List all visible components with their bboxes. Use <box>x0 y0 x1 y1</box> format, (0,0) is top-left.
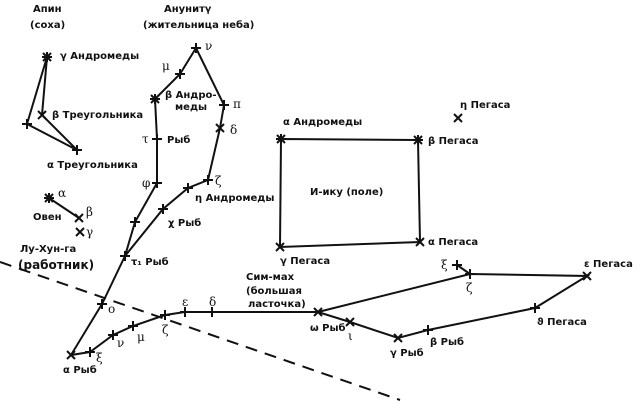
label-phi: φ <box>142 176 150 190</box>
star-marker <box>44 193 54 203</box>
label-xi: ξ <box>96 351 103 365</box>
label-aries: Овен <box>33 212 62 223</box>
apin-name: Апин <box>33 4 62 15</box>
label-beta-trianguli: β Треугольника <box>52 110 143 121</box>
star-marker <box>97 299 107 309</box>
label-alpha-andromedae: α Андромеды <box>283 117 362 128</box>
simmah-sub1: (большая <box>246 285 302 297</box>
label-nu: ν <box>205 39 212 53</box>
stars <box>22 43 592 360</box>
xi-zeta-line <box>456 264 471 275</box>
label-zeta-piscium: ζ <box>162 323 169 337</box>
star-marker <box>207 307 217 317</box>
label-nu-piscium: ν <box>117 336 124 350</box>
label-epsilon-piscium: ε <box>182 295 188 309</box>
label-beta-pegasi: β Пегаса <box>428 136 478 147</box>
star-marker <box>215 123 225 133</box>
apin-lines <box>26 56 78 151</box>
anunitu-name: Анунитү <box>164 4 212 15</box>
star-marker <box>452 260 462 270</box>
label-delta-piscium: δ <box>209 295 216 309</box>
star-marker <box>191 43 201 53</box>
star-marker <box>22 119 32 129</box>
star-marker <box>158 204 168 214</box>
star-marker <box>219 100 229 110</box>
star-marker <box>415 237 425 247</box>
label-alpha-arietis: α <box>58 186 66 200</box>
star-marker <box>180 307 190 317</box>
label-pi: π <box>233 97 241 111</box>
iku-name: И-ику (поле) <box>310 187 383 198</box>
label-epsilon-pegasi: ε Пегаса <box>584 259 633 270</box>
label-gamma-andromedae: γ Андромеды <box>60 51 139 62</box>
simmah-name: Сим-мах <box>246 272 295 283</box>
label-mu: μ <box>162 59 170 73</box>
label-beta-piscium: β Рыб <box>430 336 464 348</box>
label-chi-piscium: χ Рыб <box>168 217 201 229</box>
star-marker <box>423 325 433 335</box>
star-marker <box>85 347 95 357</box>
star-marker <box>203 175 213 185</box>
star-marker <box>160 310 170 320</box>
label-beta-andromedae-1: β Андро- <box>165 90 217 101</box>
label-tau-pisces: Рыб <box>167 134 190 146</box>
label-omega-piscium: ω Рыб <box>310 322 346 334</box>
label-delta: δ <box>230 123 237 137</box>
star-marker <box>152 178 162 188</box>
star-marker <box>175 69 185 79</box>
label-zeta: ζ <box>215 174 222 188</box>
star-marker <box>152 134 162 144</box>
anunitu-sub: (жительница неба) <box>143 19 254 31</box>
label-gamma-piscium: γ Рыб <box>390 347 424 359</box>
luhunga-sub: (работник) <box>18 258 94 272</box>
label-tau: τ <box>142 132 149 146</box>
apin-sub: (соха) <box>30 20 65 31</box>
label-theta-pegasi: ϑ Пегаса <box>537 317 587 328</box>
star-marker <box>313 307 323 317</box>
star-marker <box>453 113 463 123</box>
label-alpha-trianguli: α Треугольника <box>47 160 138 171</box>
label-gamma-arietis: γ <box>86 225 93 239</box>
star-marker <box>582 271 592 281</box>
star-marker <box>413 135 423 145</box>
star-marker <box>275 242 285 252</box>
star-marker <box>530 303 540 313</box>
star-marker <box>66 350 76 360</box>
pisces-cord-line <box>69 255 591 357</box>
label-iota-piscium: ι <box>348 329 353 343</box>
label-gamma-pegasi: γ Пегаса <box>280 256 330 267</box>
star-marker <box>276 134 286 144</box>
star-marker <box>345 317 355 327</box>
label-tau1-piscium: τ₁ Рыб <box>131 256 169 268</box>
star-marker <box>128 321 138 331</box>
star-marker <box>120 251 130 261</box>
star-marker <box>130 217 140 227</box>
label-xi-pegasi: ξ <box>441 258 448 272</box>
label-eta-pegasi: η Пегаса <box>460 100 510 111</box>
star-marker <box>108 330 118 340</box>
simmah-sub2: ласточка) <box>248 299 306 310</box>
star-marker <box>465 269 475 279</box>
label-beta-andromedae-2: меды <box>175 102 207 113</box>
star-marker <box>74 213 84 223</box>
star-marker <box>183 183 193 193</box>
star-marker <box>150 94 160 104</box>
label-eta-andromedae: η Андромеды <box>195 193 274 204</box>
label-alpha-piscium: α Рыб <box>63 364 97 376</box>
label-omicron: о <box>108 302 115 316</box>
star-marker <box>37 110 47 120</box>
star-marker <box>72 145 82 155</box>
ecliptic-dashed-line <box>0 261 401 401</box>
star-marker <box>393 333 403 343</box>
label-beta-arietis: β <box>86 205 93 219</box>
luhunga-name: Лу-Хун-га <box>20 244 76 255</box>
label-alpha-pegasi: α Пегаса <box>428 237 478 248</box>
star-marker <box>75 227 85 237</box>
star-marker <box>42 52 52 62</box>
label-zeta-pegasi: ζ <box>466 281 473 295</box>
aries-line <box>48 197 80 219</box>
label-mu-piscium: μ <box>137 330 145 344</box>
